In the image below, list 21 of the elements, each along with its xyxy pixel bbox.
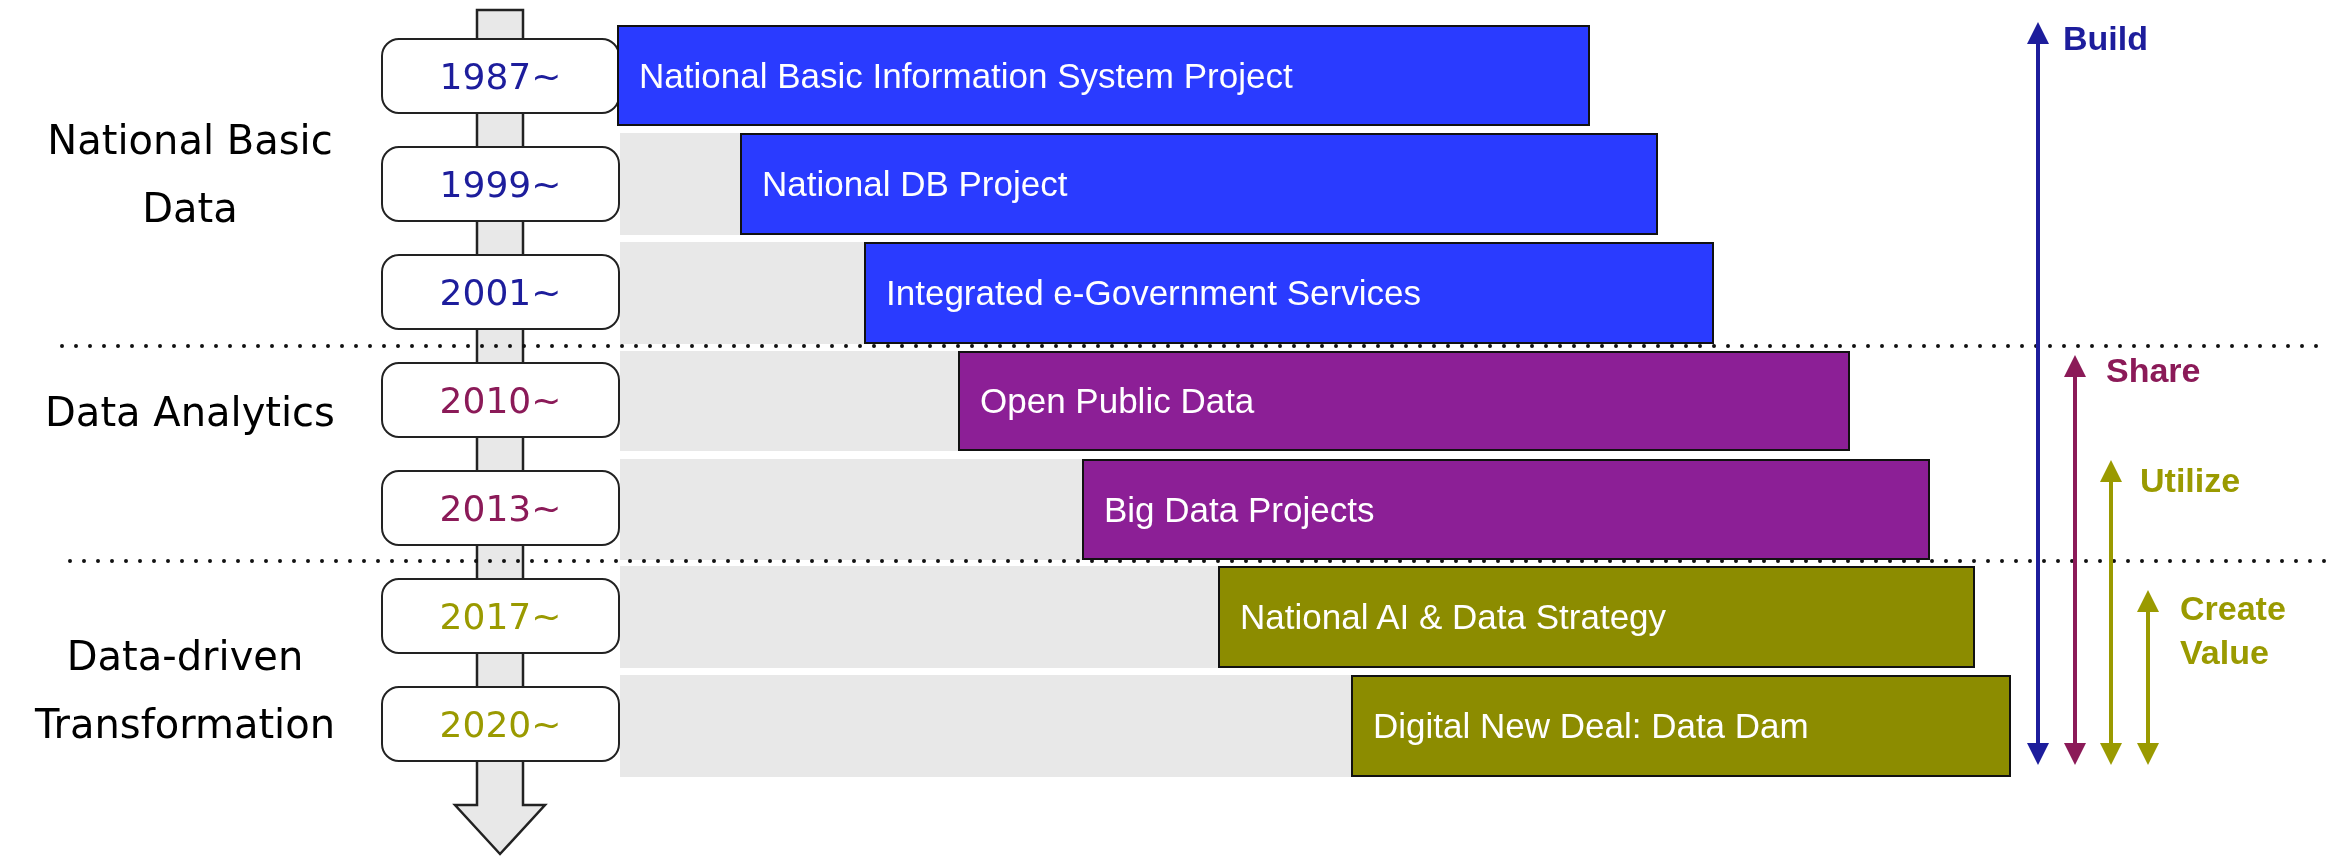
project-bar: Open Public Data [958,351,1850,451]
project-bar: Digital New Deal: Data Dam [1351,675,2011,777]
year-box: 2017~ [381,578,620,654]
project-bar: National Basic Information System Project [617,25,1590,126]
year-box: 2013~ [381,470,620,546]
year-box: 1999~ [381,146,620,222]
year-box: 2020~ [381,686,620,762]
year-box: 1987~ [381,38,620,114]
year-box: 2001~ [381,254,620,330]
project-bar: National AI & Data Strategy [1218,566,1975,668]
project-bar: Integrated e-Government Services [864,242,1714,344]
phase-label: Data-driven Transformation [33,632,337,749]
stage-label: Utilize [2140,460,2241,501]
project-bar: Big Data Projects [1082,459,1930,560]
phase-label: National Basic Data [46,116,334,233]
stage-label: Share [2106,350,2201,391]
year-box: 2010~ [381,362,620,438]
stage-label: Create Value [2180,588,2287,673]
project-bar: National DB Project [740,133,1658,235]
stage-label: Build [2063,18,2148,59]
phase-label: Data Analytics [44,388,336,437]
